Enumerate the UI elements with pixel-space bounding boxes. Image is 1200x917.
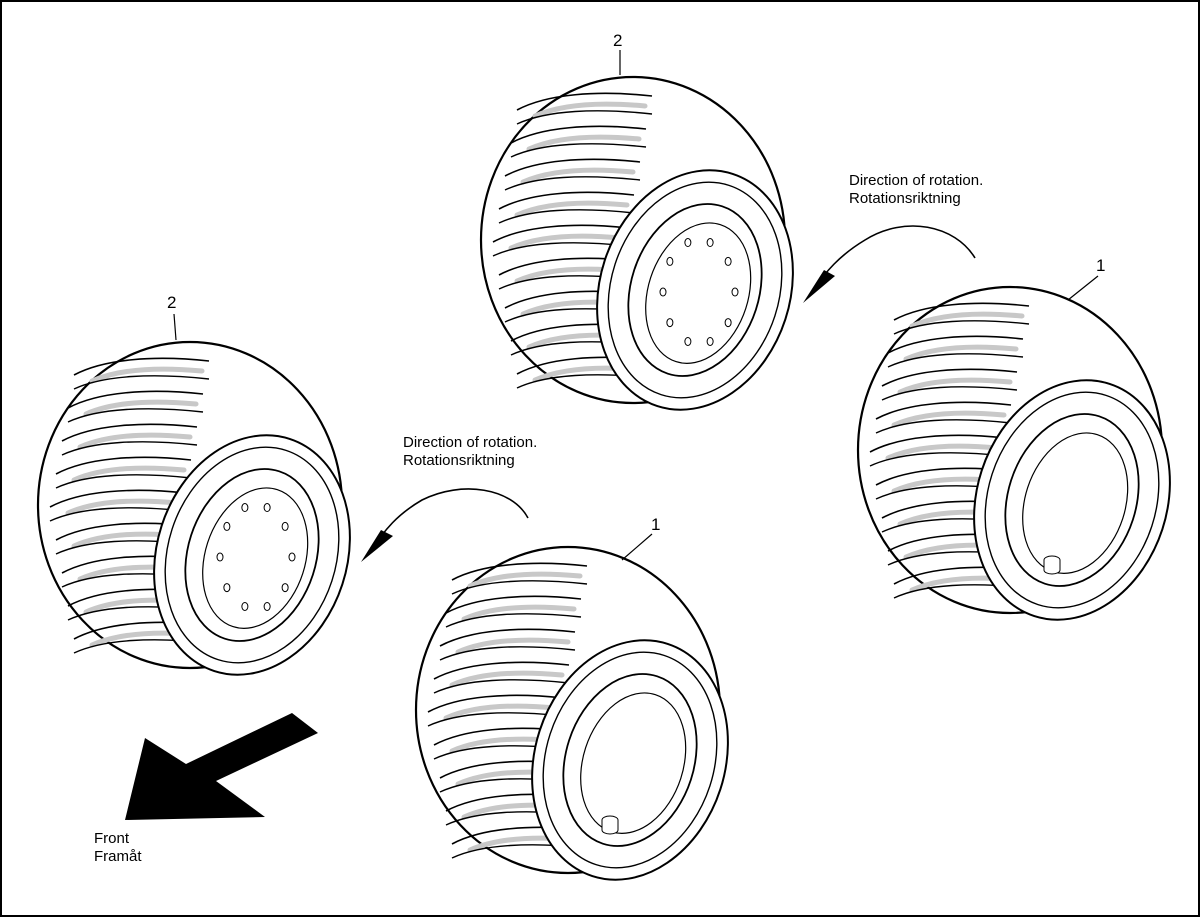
rotation-label-lower: Direction of rotation. Rotationsriktning: [403, 434, 537, 470]
rotation-arrow-lower: [371, 488, 529, 551]
rotation-label-upper: Direction of rotation. Rotationsriktning: [849, 172, 983, 208]
rotation-label-lower-en: Direction of rotation.: [403, 434, 538, 451]
callout-2-left: 2: [167, 293, 177, 312]
rotation-label-upper-en: Direction of rotation.: [849, 172, 984, 189]
rotation-label-upper-sv: Rotationsriktning: [849, 190, 961, 207]
front-label-en: Front: [94, 830, 130, 847]
front-label: Front Framåt: [94, 830, 142, 866]
tire-front-right-1: [414, 545, 729, 881]
callout-leader-1-right: [1067, 275, 1099, 301]
callout-leader-2-left: [173, 313, 177, 341]
front-arrow: [125, 713, 318, 820]
callout-leader-1-bottom: [621, 533, 653, 561]
rotation-arrowhead-upper: [803, 270, 835, 303]
callout-1-right: 1: [1096, 256, 1106, 275]
rotation-label-lower-sv: Rotationsriktning: [403, 452, 515, 469]
tire-front-left-2: [36, 340, 351, 676]
front-label-sv: Framåt: [94, 848, 142, 865]
callout-2-top: 2: [613, 31, 623, 50]
tire-rear-right-1: [856, 285, 1171, 621]
rotation-arrow-upper: [811, 225, 976, 293]
tire-rear-left-2: [479, 75, 794, 411]
rotation-arrowhead-lower: [361, 530, 393, 562]
callout-1-bottom: 1: [651, 515, 661, 534]
